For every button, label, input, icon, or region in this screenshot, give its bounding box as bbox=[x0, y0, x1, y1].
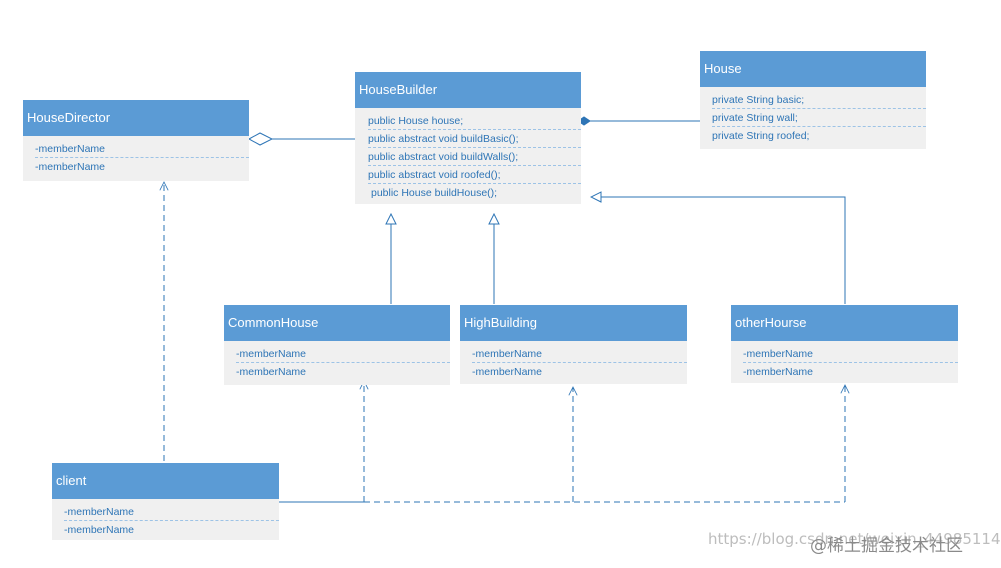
class-other-hourse[interactable]: otherHourse -memberName -memberName bbox=[731, 305, 958, 383]
class-high-building[interactable]: HighBuilding -memberName -memberName bbox=[460, 305, 687, 384]
member: -memberName bbox=[236, 345, 450, 363]
member: private String roofed; bbox=[712, 130, 810, 142]
class-common-house[interactable]: CommonHouse -memberName -memberName bbox=[224, 305, 450, 385]
composition-diamond bbox=[577, 116, 591, 126]
watermark-url: https://blog.csdn.net/weixin_44985114 bbox=[708, 530, 1001, 548]
member: -memberName bbox=[64, 524, 135, 536]
class-name: client bbox=[52, 463, 279, 499]
member: public House buildHouse(); bbox=[371, 187, 498, 199]
class-name: House bbox=[700, 51, 926, 87]
class-name: otherHourse bbox=[731, 305, 958, 341]
member: public House house; bbox=[368, 112, 581, 130]
class-client[interactable]: client -memberName -memberName bbox=[52, 463, 279, 540]
watermark-site: @稀土掘金技术社区 bbox=[810, 536, 963, 556]
member: public abstract void roofed(); bbox=[368, 166, 581, 184]
member: public abstract void buildWalls(); bbox=[368, 148, 581, 166]
class-house-director[interactable]: HouseDirector -memberName -memberName bbox=[23, 100, 249, 181]
class-house-builder[interactable]: HouseBuilder public House house; public … bbox=[355, 72, 581, 204]
member: private String wall; bbox=[712, 109, 926, 127]
generalization-otherhourse bbox=[591, 197, 846, 304]
member: -memberName bbox=[236, 366, 307, 378]
class-name: HouseDirector bbox=[23, 100, 249, 136]
member: -memberName bbox=[35, 140, 249, 158]
class-house[interactable]: House private String basic; private Stri… bbox=[700, 51, 926, 149]
class-name: HighBuilding bbox=[460, 305, 687, 341]
aggregation-diamond bbox=[247, 132, 274, 146]
member: -memberName bbox=[472, 366, 543, 378]
member: -memberName bbox=[64, 503, 279, 521]
member: public abstract void buildBasic(); bbox=[368, 130, 581, 148]
class-name: CommonHouse bbox=[224, 305, 450, 341]
member: -memberName bbox=[472, 345, 687, 363]
member: -memberName bbox=[35, 161, 106, 173]
member: -memberName bbox=[743, 366, 814, 378]
member: -memberName bbox=[743, 345, 958, 363]
member: private String basic; bbox=[712, 91, 926, 109]
class-name: HouseBuilder bbox=[355, 72, 581, 108]
